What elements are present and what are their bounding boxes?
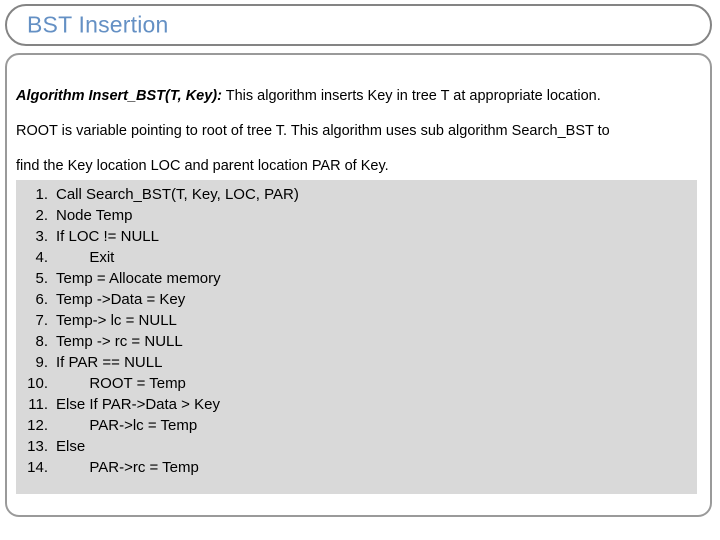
step-text: Temp = Allocate memory (56, 270, 221, 287)
step-text: If LOC != NULL (56, 228, 159, 245)
step-text: ROOT = Temp (56, 375, 186, 392)
step-number: 8. (35, 333, 48, 350)
step-row: 7. Temp-> lc = NULL (16, 310, 697, 331)
step-text: Else (56, 438, 86, 455)
step-row: 5. Temp = Allocate memory (16, 268, 697, 289)
step-number: 3. (35, 228, 48, 245)
step-number: 9. (35, 354, 48, 371)
step-row: 4. Exit (16, 247, 697, 268)
step-text: Node Temp (56, 207, 133, 224)
step-text: Exit (56, 249, 115, 266)
step-text: PAR->rc = Temp (56, 459, 199, 476)
step-text: Temp-> lc = NULL (56, 312, 177, 329)
step-row: 10. ROOT = Temp (16, 373, 697, 394)
step-row: 6. Temp ->Data = Key (16, 289, 697, 310)
algorithm-signature: Algorithm Insert_BST(T, Key): (16, 88, 222, 104)
step-number: 13. (27, 438, 48, 455)
step-text: Temp ->Data = Key (56, 291, 186, 308)
step-number: 1. (35, 186, 48, 203)
step-text: Temp -> rc = NULL (56, 333, 183, 350)
step-number: 11. (28, 396, 48, 413)
step-number: 7. (35, 312, 48, 329)
content-box: Algorithm Insert_BST(T, Key): This algor… (5, 53, 712, 517)
step-number: 6. (35, 291, 48, 308)
description-block: Algorithm Insert_BST(T, Key): This algor… (16, 79, 700, 184)
step-text: Else If PAR->Data > Key (56, 396, 220, 413)
step-number: 12. (27, 417, 48, 434)
step-text: Call Search_BST(T, Key, LOC, PAR) (56, 186, 299, 203)
description-line-2: ROOT is variable pointing to root of tre… (16, 123, 610, 139)
step-text: PAR->lc = Temp (56, 417, 198, 434)
step-number: 5. (35, 270, 48, 287)
step-row: 12. PAR->lc = Temp (16, 415, 697, 436)
step-row: 8. Temp -> rc = NULL (16, 331, 697, 352)
step-number: 2. (35, 207, 48, 224)
step-number: 14. (27, 459, 48, 476)
step-text: If PAR == NULL (56, 354, 163, 371)
description-line-1: Algorithm Insert_BST(T, Key): This algor… (16, 79, 700, 114)
step-row: 14. PAR->rc = Temp (16, 457, 697, 478)
description-line-3: find the Key location LOC and parent loc… (16, 158, 389, 174)
step-row: 2. Node Temp (16, 205, 697, 226)
step-number: 10. (27, 375, 48, 392)
step-number: 4. (35, 249, 48, 266)
description-line-1-rest: This algorithm inserts Key in tree T at … (221, 88, 601, 104)
step-row: 1. Call Search_BST(T, Key, LOC, PAR) (16, 184, 697, 205)
step-row: 9. If PAR == NULL (16, 352, 697, 373)
title-box: BST Insertion (5, 4, 712, 46)
page-title: BST Insertion (27, 11, 169, 38)
step-row: 13. Else (16, 436, 697, 457)
step-row: 11. Else If PAR->Data > Key (16, 394, 697, 415)
algorithm-steps-panel: 1. Call Search_BST(T, Key, LOC, PAR) 2. No… (16, 180, 697, 494)
step-row: 3. If LOC != NULL (16, 226, 697, 247)
